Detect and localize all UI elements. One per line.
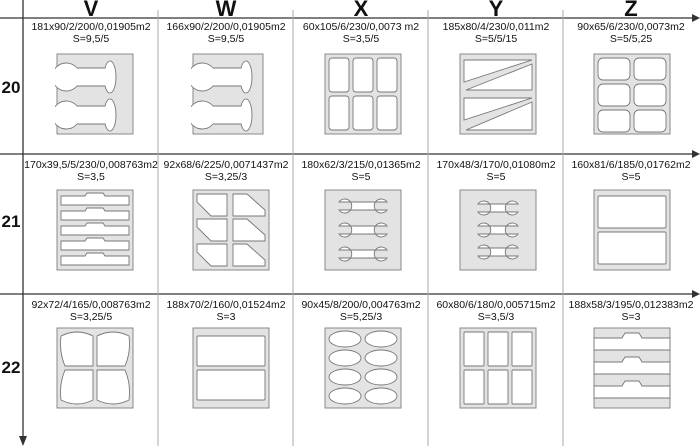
cell-s-value: S=3: [621, 311, 641, 323]
die-layout-drawing-20-z: [593, 53, 671, 135]
die-layout-drawing-20-x: [324, 53, 402, 135]
column-header-w: W: [215, 0, 237, 21]
cell-s-value: S=5: [486, 171, 506, 183]
column-header-v: V: [83, 0, 99, 21]
cell-s-value: S=3: [216, 311, 236, 323]
cell-s-value: S=5/5/15: [474, 33, 518, 45]
die-layout-drawing-22-y: [459, 327, 537, 409]
cell-spec: 90x65/6/230/0,0073m2: [577, 21, 685, 33]
die-layout-drawing-21-y: [459, 189, 537, 271]
cell-spec: 181x90/2/200/0,01905m2: [31, 21, 151, 33]
die-layout-drawing-21-x: [324, 189, 402, 271]
cell-spec: 90x45/8/200/0,004763m2: [301, 299, 421, 311]
cell-spec: 188x70/2/160/0,01524m2: [166, 299, 286, 311]
die-layout-drawing-22-w: [192, 327, 270, 409]
cell-s-value: S=3,5: [77, 171, 105, 183]
cell-spec: 188x58/3/195/0,012383m2: [568, 299, 694, 311]
cell-s-value: S=3,5/3: [477, 311, 515, 323]
cell-s-value: S=3,5/5: [342, 33, 380, 45]
cell-spec: 92x72/4/165/0,008763m2: [31, 299, 151, 311]
cell-spec: 170x48/3/170/0,01080m2: [436, 159, 556, 171]
die-layout-drawing-22-z: [593, 327, 671, 409]
column-header-z: Z: [624, 0, 638, 21]
row-label-22: 22: [1, 358, 21, 377]
die-layout-drawing-21-v: [56, 189, 134, 271]
cell-spec: 170x39,5/5/230/0,008763m2: [24, 159, 158, 171]
die-layout-drawing-21-z: [593, 189, 671, 271]
cell-spec: 60x105/6/230/0,0073 m2: [302, 21, 420, 33]
cell-s-value: S=5: [351, 171, 371, 183]
cell-spec: 92x68/6/225/0,0071437m2: [163, 159, 289, 171]
column-header-y: Y: [488, 0, 504, 21]
cell-spec: 166x90/2/200/0,01905m2: [166, 21, 286, 33]
cell-s-value: S=9,5/5: [72, 33, 110, 45]
cell-spec: 180x62/3/215/0,01365m2: [301, 159, 421, 171]
column-header-x: X: [353, 0, 369, 21]
cell-s-value: S=5,25/3: [339, 311, 383, 323]
cell-spec: 60x80/6/180/0,005715m2: [436, 299, 556, 311]
cell-spec: 185x80/4/230/0,011m2: [442, 21, 550, 33]
row-label-21: 21: [1, 212, 21, 231]
die-layout-drawing-22-v: [56, 327, 134, 409]
die-layout-drawing-21-w: [192, 189, 270, 271]
cell-s-value: S=9,5/5: [207, 33, 245, 45]
cell-spec: 160x81/6/185/0,01762m2: [571, 159, 691, 171]
cell-s-value: S=5/5,25: [609, 33, 653, 45]
die-layout-drawing-22-x: [324, 327, 402, 409]
row-label-20: 20: [1, 78, 21, 97]
die-layout-drawing-20-v: [55, 53, 134, 135]
cell-s-value: S=5: [621, 171, 641, 183]
cell-s-value: S=3,25/3: [204, 171, 248, 183]
cell-s-value: S=3,25/5: [69, 311, 113, 323]
die-layout-drawing-20-y: [459, 53, 537, 135]
die-layout-drawing-20-w: [191, 53, 264, 135]
